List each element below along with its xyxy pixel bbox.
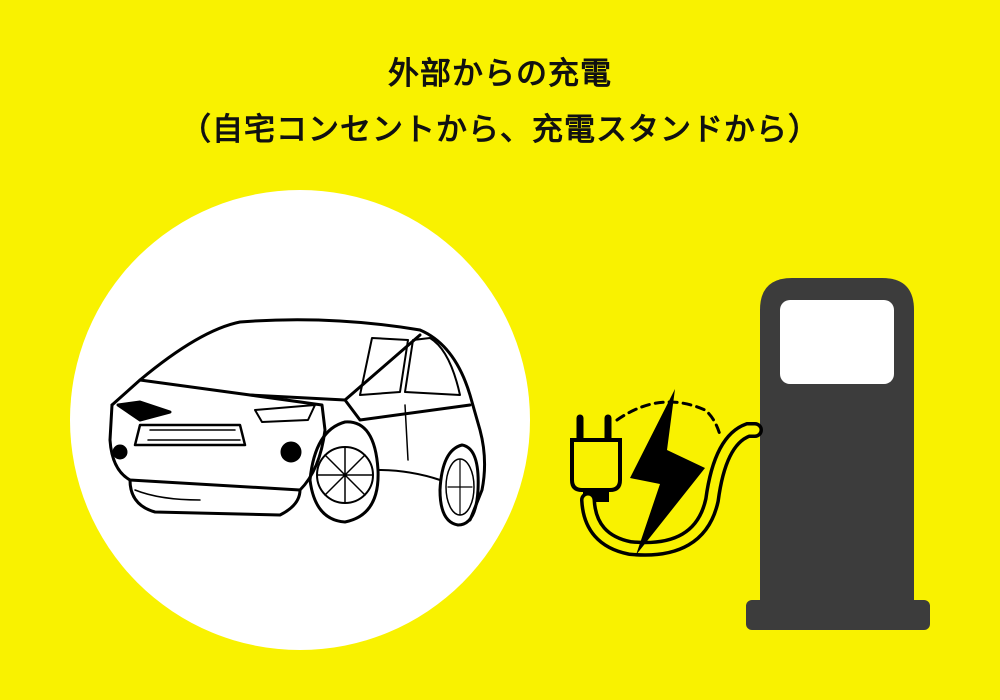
station-screen <box>780 300 894 384</box>
title-line-1: 外部からの充電 <box>388 56 612 92</box>
plug-icon <box>570 400 763 557</box>
title-line-2: （自宅コンセントから、充電スタンドから） <box>180 112 820 148</box>
charging-station-icon <box>746 278 930 630</box>
lightning-icon <box>630 389 705 555</box>
car-illustration <box>108 318 487 527</box>
